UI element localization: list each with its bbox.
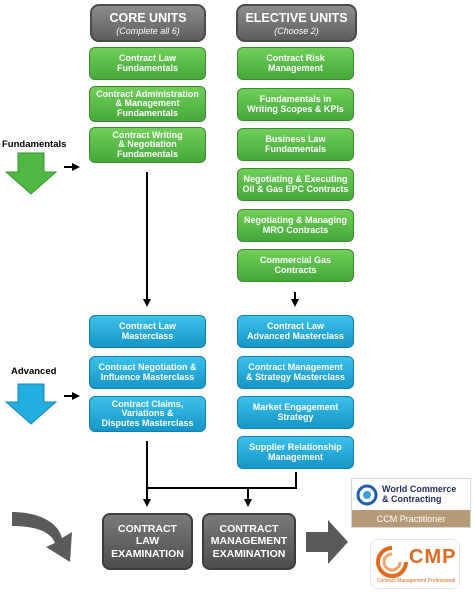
wcc-ccm-practitioner-badge: World Commerce & Contracting CCM Practit… [351, 478, 471, 528]
core-unit-negotiation-influence-masterclass[interactable]: Contract Negotiation & Influence Masterc… [89, 356, 206, 389]
elective-unit-supplier-relationship-management[interactable]: Supplier Relationship Management [237, 436, 354, 469]
wcc-logo-icon [356, 484, 378, 505]
core-unit-contract-administration-fundamentals[interactable]: Contract Administration & Management Fun… [89, 86, 206, 122]
elective-unit-oil-gas-epc-contracts[interactable]: Negotiating & Executing Oil & Gas EPC Co… [237, 168, 354, 201]
cmp-logo-icon [376, 546, 408, 578]
cmp-wordmark: CMP [409, 546, 457, 568]
fundamentals-level-arrow [4, 152, 58, 195]
advanced-label: Advanced [11, 366, 57, 377]
core-units-title: CORE UNITS [109, 11, 187, 25]
wcc-name: World Commerce & Contracting [382, 484, 457, 504]
core-units-header: CORE UNITS (Complete all 6) [90, 4, 206, 42]
core-unit-contract-writing-negotiation-fundamentals[interactable]: Contract Writing & Negotiation Fundament… [89, 127, 206, 163]
elective-unit-writing-scopes-kpis[interactable]: Fundamentals in Writing Scopes & KPIs [237, 88, 354, 121]
fundamentals-label: Fundamentals [2, 139, 67, 150]
elective-unit-business-law-fundamentals[interactable]: Business Law Fundamentals [237, 128, 354, 161]
cmp-badge: CMP Contract Management Professional [370, 539, 460, 589]
elective-unit-market-engagement-strategy[interactable]: Market Engagement Strategy [237, 396, 354, 429]
elective-unit-contract-law-advanced-masterclass[interactable]: Contract Law Advanced Masterclass [237, 315, 354, 348]
elective-unit-contract-risk-management[interactable]: Contract Risk Management [237, 47, 354, 80]
core-unit-contract-law-fundamentals[interactable]: Contract Law Fundamentals [89, 47, 206, 80]
ccm-practitioner-label: CCM Practitioner [352, 510, 470, 527]
exam-to-certification-arrow [306, 520, 348, 564]
elective-unit-mro-contracts[interactable]: Negotiating & Managing MRO Contracts [237, 209, 354, 242]
core-units-subtitle: (Complete all 6) [116, 26, 180, 36]
contract-law-examination[interactable]: CONTRACT LAW EXAMINATION [102, 513, 193, 570]
core-unit-contract-law-masterclass[interactable]: Contract Law Masterclass [89, 315, 206, 348]
core-unit-claims-variations-disputes-masterclass[interactable]: Contract Claims, Variations & Disputes M… [89, 396, 206, 432]
cmp-subtitle: Contract Management Professional [376, 578, 456, 584]
elective-units-header: ELECTIVE UNITS (Choose 2) [236, 4, 357, 42]
elective-unit-commercial-gas-contracts[interactable]: Commercial Gas Contracts [237, 249, 354, 282]
elective-units-title: ELECTIVE UNITS [245, 11, 348, 25]
contract-management-examination[interactable]: CONTRACT MANAGEMENT EXAMINATION [202, 513, 296, 570]
curved-to-exam-arrow [12, 512, 72, 562]
elective-unit-management-strategy-masterclass[interactable]: Contract Management & Strategy Mastercla… [237, 356, 354, 389]
elective-units-subtitle: (Choose 2) [274, 26, 319, 36]
advanced-level-arrow [4, 383, 58, 425]
